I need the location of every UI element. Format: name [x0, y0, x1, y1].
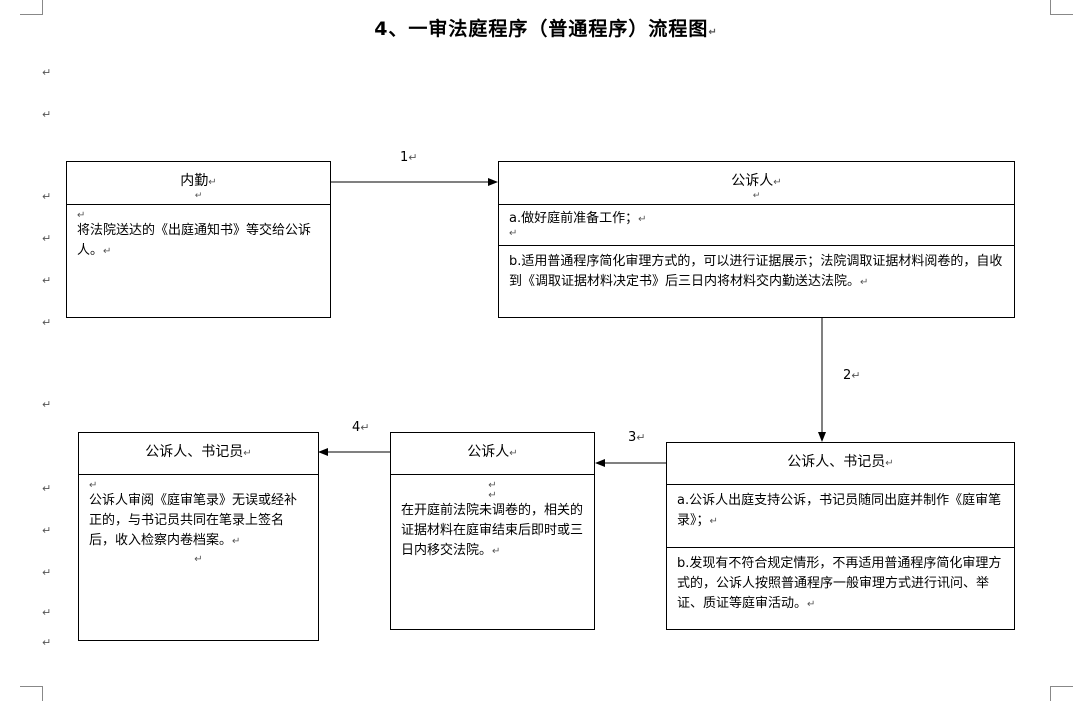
box-header-text: 公诉人、书记员 [145, 444, 244, 460]
box-header: 公诉人、书记员↵ [667, 443, 1014, 485]
box-header-text: 公诉人、书记员 [787, 454, 886, 470]
box-neiqin: 内勤↵ ↵ ↵ 将法院送达的《出庭通知书》等交给公诉人。↵ [66, 161, 331, 318]
paragraph-mark: ↵ [42, 274, 52, 287]
box-gongsuren-prep: 公诉人↵ ↵ a.做好庭前准备工作；↵ ↵ b.适用普通程序简化审理方式的，可以… [498, 161, 1015, 318]
page-corner-mark [20, 686, 43, 701]
box-body-text: 在开庭前法院未调卷的，相关的证据材料在庭审结束后即时或三日内移交法院。 [401, 503, 584, 558]
box-header: 公诉人、书记员↵ [79, 433, 318, 475]
paragraph-mark: ↵ [42, 108, 52, 121]
box-body: ↵ ↵ 在开庭前法院未调卷的，相关的证据材料在庭审结束后即时或三日内移交法院。↵ [401, 480, 584, 559]
page-title: 4、一审法庭程序（普通程序）流程图↵ [0, 14, 1092, 41]
box-body-text: 公诉人审阅《庭审笔录》无误或经补正的，与书记员共同在笔录上签名后，收入检察内卷档… [89, 493, 298, 548]
box-section-a-text: a.做好庭前准备工作； [509, 211, 639, 226]
paragraph-mark: ↵ [42, 636, 52, 649]
box-body: ↵ 公诉人审阅《庭审笔录》无误或经补正的，与书记员共同在笔录上签名后，收入检察内… [89, 480, 298, 565]
paragraph-mark: ↵ [42, 66, 52, 79]
page-corner-mark [20, 0, 43, 15]
box-header-text: 内勤 [180, 173, 209, 189]
box-section-b-text: b.发现有不符合规定情形，不再适用普通程序简化审理方式的，公诉人按照普通程序一般… [677, 556, 1002, 611]
box-gongsuren-transfer: 公诉人↵ ↵ ↵ 在开庭前法院未调卷的，相关的证据材料在庭审结束后即时或三日内移… [390, 432, 595, 630]
box-header: 内勤↵ ↵ [67, 162, 330, 205]
paragraph-mark: ↵ [42, 398, 52, 411]
box-header: 公诉人↵ [391, 433, 594, 475]
box-header: 公诉人↵ ↵ [499, 162, 1014, 205]
box-gongsuren-shujiyuan-record: 公诉人、书记员↵ ↵ 公诉人审阅《庭审笔录》无误或经补正的，与书记员共同在笔录上… [78, 432, 319, 641]
arrow-2-label: 2↵ [843, 368, 861, 383]
arrow-1-label: 1↵ [400, 150, 418, 165]
box-section-b: b.发现有不符合规定情形，不再适用普通程序简化审理方式的，公诉人按照普通程序一般… [667, 547, 1014, 618]
paragraph-mark: ↵ [42, 566, 52, 579]
paragraph-mark: ↵ [42, 524, 52, 537]
box-section-a: a.公诉人出庭支持公诉，书记员随同出庭并制作《庭审笔录》；↵ [677, 493, 1002, 528]
arrow-4-label: 4↵ [352, 420, 370, 435]
paragraph-mark: ↵ [42, 232, 52, 245]
paragraph-mark: ↵ [708, 27, 718, 38]
box-gongsuren-shujiyuan-trial: 公诉人、书记员↵ a.公诉人出庭支持公诉，书记员随同出庭并制作《庭审笔录》；↵ … [666, 442, 1015, 630]
page-corner-mark [1050, 0, 1073, 15]
box-section-b-text: b.适用普通程序简化审理方式的，可以进行证据展示；法院调取证据材料阅卷的，自收到… [509, 254, 1003, 289]
box-section-b: b.适用普通程序简化审理方式的，可以进行证据展示；法院调取证据材料阅卷的，自收到… [499, 245, 1014, 296]
page-title-text: 4、一审法庭程序（普通程序）流程图 [374, 18, 709, 40]
paragraph-mark: ↵ [42, 190, 52, 203]
box-header-text: 公诉人 [731, 173, 774, 189]
arrow-3-label: 3↵ [628, 430, 646, 445]
box-section-a-text: a.公诉人出庭支持公诉，书记员随同出庭并制作《庭审笔录》； [677, 493, 1002, 528]
box-header-text: 公诉人 [467, 444, 510, 460]
paragraph-mark: ↵ [42, 316, 52, 329]
box-body-text: 将法院送达的《出庭通知书》等交给公诉人。 [77, 223, 312, 258]
box-body: ↵ 将法院送达的《出庭通知书》等交给公诉人。↵ [77, 210, 312, 259]
page-corner-mark [1050, 686, 1073, 701]
paragraph-mark: ↵ [42, 606, 52, 619]
box-section-a: a.做好庭前准备工作；↵ ↵ [509, 211, 647, 239]
paragraph-mark: ↵ [42, 482, 52, 495]
